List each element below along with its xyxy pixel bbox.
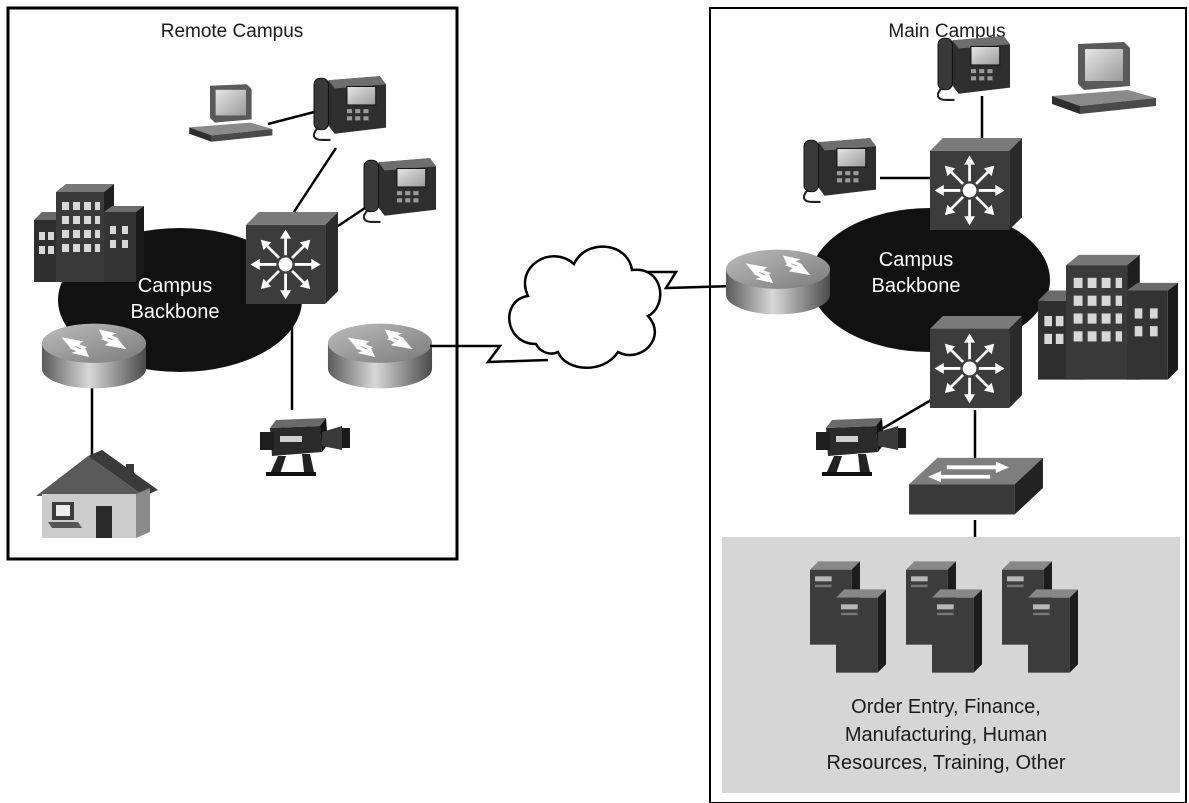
ip-phone-icon [362,157,438,224]
server-icon [836,589,886,673]
pc-icon [189,84,273,142]
ip-phone-icon [936,35,1012,102]
video-camera-icon [260,418,350,476]
main-links [879,96,984,537]
multilayer-switch-icon [930,138,1022,230]
ip-phone-icon [312,75,388,142]
multilayer-switch-icon [246,212,338,304]
router-icon [725,249,831,315]
remote-backbone-label-1: Campus [138,275,212,297]
wan-section [430,245,735,369]
remote-campus: Remote Campus Campus Backbone [6,6,459,561]
main-campus-title: Main Campus [888,21,1005,42]
building-icon [1038,254,1178,380]
server-farm-caption-1: Order Entry, Finance, [851,696,1041,718]
router-icon [41,323,147,389]
remote-campus-title: Remote Campus [161,21,304,42]
ip-phone-icon [802,137,878,204]
cloud-icon [508,245,662,369]
server-farm-caption-2: Manufacturing, Human [845,724,1047,746]
video-camera-icon [816,418,906,476]
wan-link-remote [430,344,549,364]
main-backbone-label-1: Campus [879,249,953,271]
server-icon [932,589,982,673]
home-office-icon [36,450,158,538]
main-campus: Main Campus Campus Backbone [709,7,1187,803]
pc-icon [1052,42,1156,114]
multilayer-switch-icon [930,316,1022,408]
remote-campus-frame [6,6,459,561]
remote-backbone-label-2: Backbone [131,301,220,323]
main-campus-frame [709,7,1187,803]
building-icon [34,184,144,282]
router-icon [327,323,433,389]
lan-switch-icon [909,457,1043,515]
server-icon [1028,589,1078,673]
main-backbone-label-2: Backbone [872,275,961,297]
server-farm-caption-3: Resources, Training, Other [827,752,1066,774]
server-farm: Order Entry, Finance, Manufacturing, Hum… [722,537,1180,793]
